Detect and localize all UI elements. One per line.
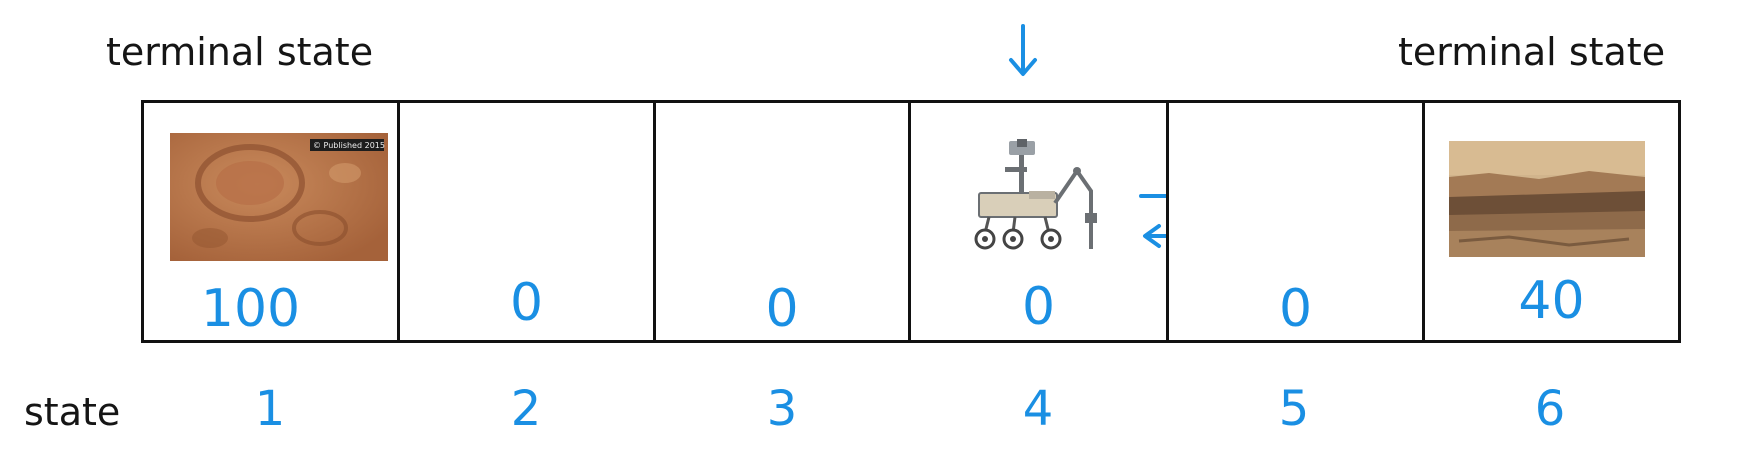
mars-rover-icon <box>974 139 1097 250</box>
reward-2: 0 <box>509 273 544 333</box>
state-cell-2: 0 <box>397 100 656 343</box>
reward-1: 100 <box>200 279 301 339</box>
state-number-4: 4 <box>1022 381 1054 437</box>
reward-5: 0 <box>1278 279 1313 339</box>
reward-4: 0 <box>1021 277 1056 337</box>
state-number-3: 3 <box>766 381 798 437</box>
state-cell-4: 0 <box>908 100 1169 343</box>
state-cell-5: 0 <box>1166 100 1425 343</box>
state-number-6: 6 <box>1534 381 1566 437</box>
left-terminal-label: terminal state <box>106 30 374 74</box>
state-number-1: 1 <box>254 381 286 437</box>
state-cell-3: 0 <box>653 100 911 343</box>
state-number-2: 2 <box>510 381 542 437</box>
mars-landscape-photo <box>1449 141 1645 257</box>
right-terminal-label: terminal state <box>1398 30 1666 74</box>
state-number-5: 5 <box>1278 381 1310 437</box>
reward-3: 0 <box>765 279 799 339</box>
down-arrow-icon <box>1009 24 1037 76</box>
state-row-label: state <box>24 390 121 434</box>
photo-caption: © Published 2015 <box>313 141 385 150</box>
reward-6: 40 <box>1518 271 1585 331</box>
mars-crater-photo: © Published 2015 <box>170 133 388 261</box>
state-cell-6: 40 <box>1422 100 1681 343</box>
state-cell-1: © Published 2015 100 <box>141 100 400 343</box>
